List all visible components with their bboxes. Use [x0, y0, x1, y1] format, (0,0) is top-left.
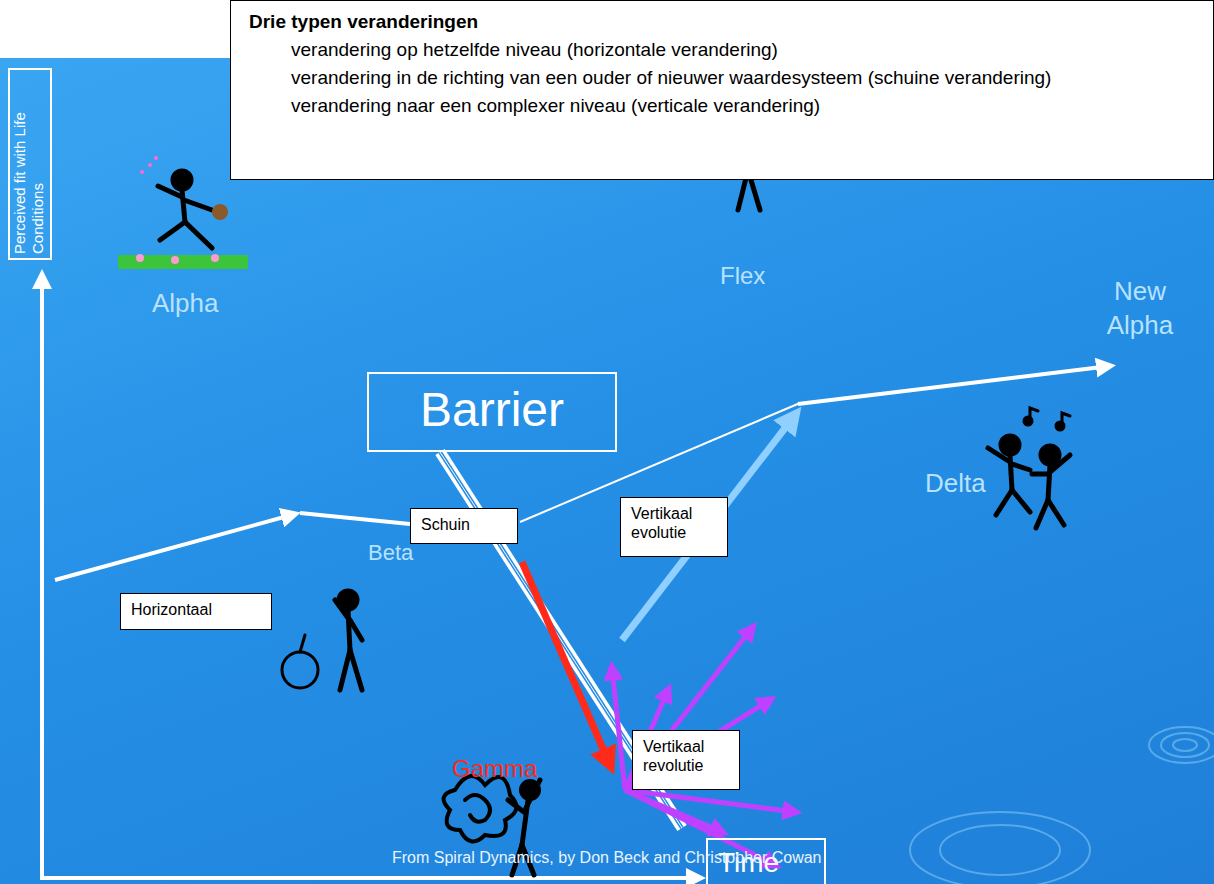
callout-box: Horizontaal	[120, 593, 272, 630]
stage-label: New Alpha	[1100, 275, 1180, 343]
stage-label: Beta	[368, 540, 413, 566]
stage-label: Alpha	[152, 288, 219, 319]
callout-box: Vertikaal revolutie	[632, 730, 740, 790]
stage-label: Gamma	[452, 755, 537, 783]
stage-label: Delta	[925, 468, 986, 499]
axis-label: Perceived fit with Life Conditions	[8, 68, 52, 260]
box-text: Vertikaal revolutie	[633, 731, 739, 781]
caption: From Spiral Dynamics, by Don Beck and Ch…	[392, 849, 822, 867]
bullet-text: verandering naar een complexer niveau (v…	[291, 93, 1193, 119]
barrier-box: Barrier	[367, 372, 617, 452]
callout-box: Schuin	[410, 508, 518, 544]
box-text: Barrier	[369, 375, 615, 445]
box-text: Schuin	[411, 509, 517, 540]
callout-box: Vertikaal evolutie	[620, 497, 728, 557]
bullet-text: verandering in de richting van een ouder…	[291, 65, 1193, 91]
title-box: Drie typen veranderingenverandering op h…	[230, 0, 1214, 180]
stage-label: Flex	[720, 262, 765, 290]
box-text: Horizontaal	[121, 594, 271, 625]
box-text: Vertikaal evolutie	[621, 498, 727, 548]
axis-label-box: Perceived fit with Life Conditions	[8, 68, 52, 260]
bullet-text: verandering op hetzelfde niveau (horizon…	[291, 37, 1193, 63]
heading: Drie typen veranderingen	[249, 9, 1213, 35]
